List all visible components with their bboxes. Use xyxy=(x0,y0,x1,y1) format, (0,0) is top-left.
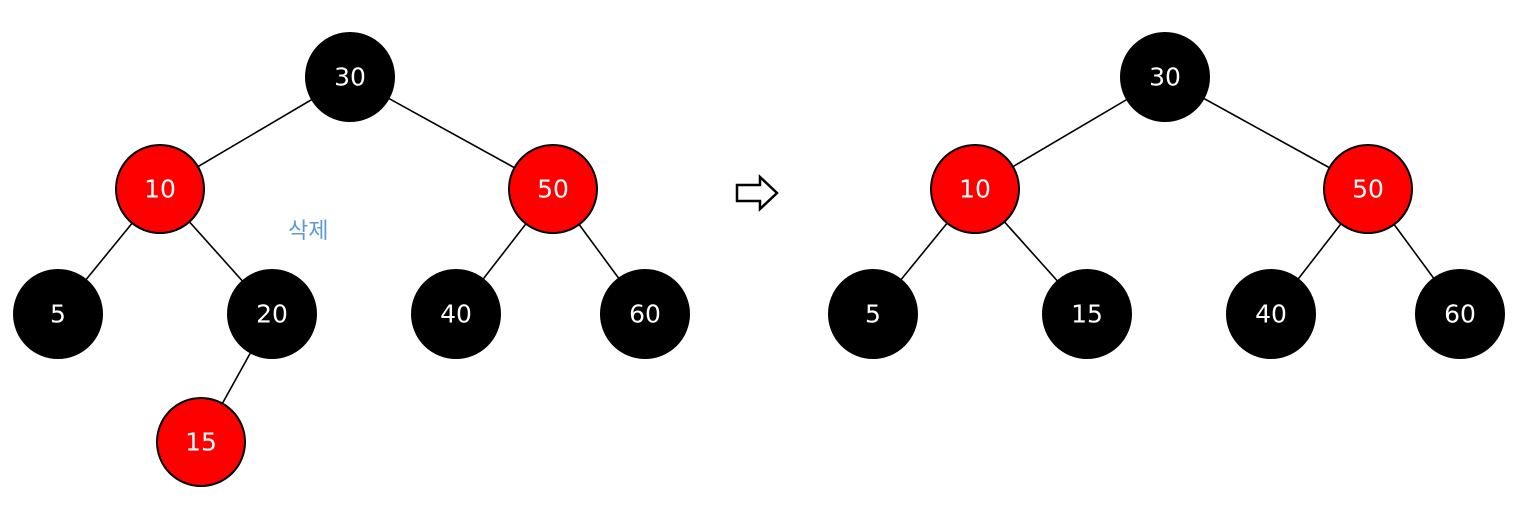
after-tree-node-label-60: 60 xyxy=(1444,300,1476,329)
before-tree-node-circle-10 xyxy=(115,144,205,234)
after-tree-node-60: 60 xyxy=(1415,269,1505,359)
after-tree-node-label-5: 5 xyxy=(865,300,881,329)
after-tree-node-label-10: 10 xyxy=(959,175,991,204)
after-tree-node-circle-60 xyxy=(1415,269,1505,359)
before-tree-node-circle-60 xyxy=(600,269,690,359)
after-tree-node-circle-5 xyxy=(828,269,918,359)
after-tree-node-circle-15 xyxy=(1042,269,1132,359)
after-tree-node-label-40: 40 xyxy=(1255,300,1287,329)
right-arrow-icon xyxy=(735,174,779,212)
after-tree-node-40: 40 xyxy=(1226,269,1316,359)
nodes-layer: 30 10 50 5 20 40 60 15 30 10 50 5 15 40 60 xyxy=(13,32,1505,487)
before-tree-node-label-30: 30 xyxy=(334,63,366,92)
before-tree-node-label-20: 20 xyxy=(256,300,288,329)
after-tree-node-label-30: 30 xyxy=(1149,63,1181,92)
before-tree-node-circle-40 xyxy=(411,269,501,359)
before-tree-node-20: 20 xyxy=(227,269,317,359)
before-tree-node-label-5: 5 xyxy=(50,300,66,329)
before-tree-node-10: 10 xyxy=(115,144,205,234)
before-tree-node-50: 50 xyxy=(508,144,598,234)
before-tree-node-label-40: 40 xyxy=(440,300,472,329)
before-tree-node-label-15: 15 xyxy=(185,428,217,457)
after-tree-node-50: 50 xyxy=(1323,144,1413,234)
before-tree-node-30: 30 xyxy=(305,32,395,122)
before-tree-node-5: 5 xyxy=(13,269,103,359)
after-tree-node-circle-40 xyxy=(1226,269,1316,359)
before-tree-node-label-10: 10 xyxy=(144,175,176,204)
delete-annotation: 삭제 xyxy=(288,219,329,244)
after-tree-node-10: 10 xyxy=(930,144,1020,234)
after-tree-node-label-50: 50 xyxy=(1352,175,1384,204)
before-tree-node-circle-50 xyxy=(508,144,598,234)
after-tree-node-label-15: 15 xyxy=(1071,300,1103,329)
before-tree-node-60: 60 xyxy=(600,269,690,359)
edges-layer xyxy=(57,76,1461,443)
after-tree-node-circle-30 xyxy=(1120,32,1210,122)
before-tree-node-label-50: 50 xyxy=(537,175,569,204)
before-tree-node-label-60: 60 xyxy=(629,300,661,329)
before-tree-node-circle-30 xyxy=(305,32,395,122)
after-tree-node-15: 15 xyxy=(1042,269,1132,359)
after-tree-node-5: 5 xyxy=(828,269,918,359)
after-tree-node-circle-10 xyxy=(930,144,1020,234)
before-tree-node-circle-5 xyxy=(13,269,103,359)
before-tree-node-15: 15 xyxy=(156,397,246,487)
after-tree-node-circle-50 xyxy=(1323,144,1413,234)
before-tree-node-40: 40 xyxy=(411,269,501,359)
after-tree-node-30: 30 xyxy=(1120,32,1210,122)
before-tree-node-circle-20 xyxy=(227,269,317,359)
before-tree-node-circle-15 xyxy=(156,397,246,487)
